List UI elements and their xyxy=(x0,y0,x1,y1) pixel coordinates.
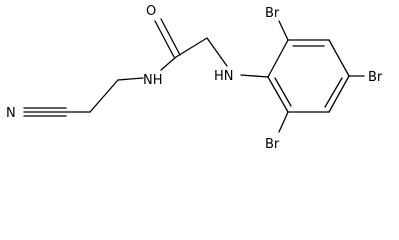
bromine-top-label: Br xyxy=(265,6,280,21)
ring-bond-6 xyxy=(267,76,289,113)
bond-lines xyxy=(23,18,365,133)
bromine-bottom-label: Br xyxy=(265,137,280,152)
nitrile-nitrogen-label: N xyxy=(6,106,16,121)
bond-br-top xyxy=(278,20,289,41)
bond-ch2-nh xyxy=(117,77,144,81)
ring-bond-1 xyxy=(267,39,289,78)
bond-ch2-hn xyxy=(206,37,228,67)
bond-br-bottom xyxy=(278,111,289,133)
bond-nh-carbonyl xyxy=(160,56,177,71)
bond-co-1 xyxy=(154,20,175,58)
bond-ch2-ch2 xyxy=(89,79,119,113)
ring-bond-3 xyxy=(328,39,350,77)
amine-hn-label: HN xyxy=(214,69,234,84)
ring-inner-3 xyxy=(274,77,292,107)
bond-hn-ring xyxy=(240,74,269,78)
structure-diagram: N O NH HN Br Br Br xyxy=(6,4,383,152)
bond-co-2 xyxy=(160,18,181,56)
bond-carbonyl-ch2 xyxy=(175,37,208,58)
carbonyl-oxygen-label: O xyxy=(146,4,156,19)
bromine-right-label: Br xyxy=(368,70,383,85)
amide-nh-label: NH xyxy=(143,73,163,88)
ring-bond-4 xyxy=(328,75,350,113)
ring-inner-2 xyxy=(324,77,343,108)
